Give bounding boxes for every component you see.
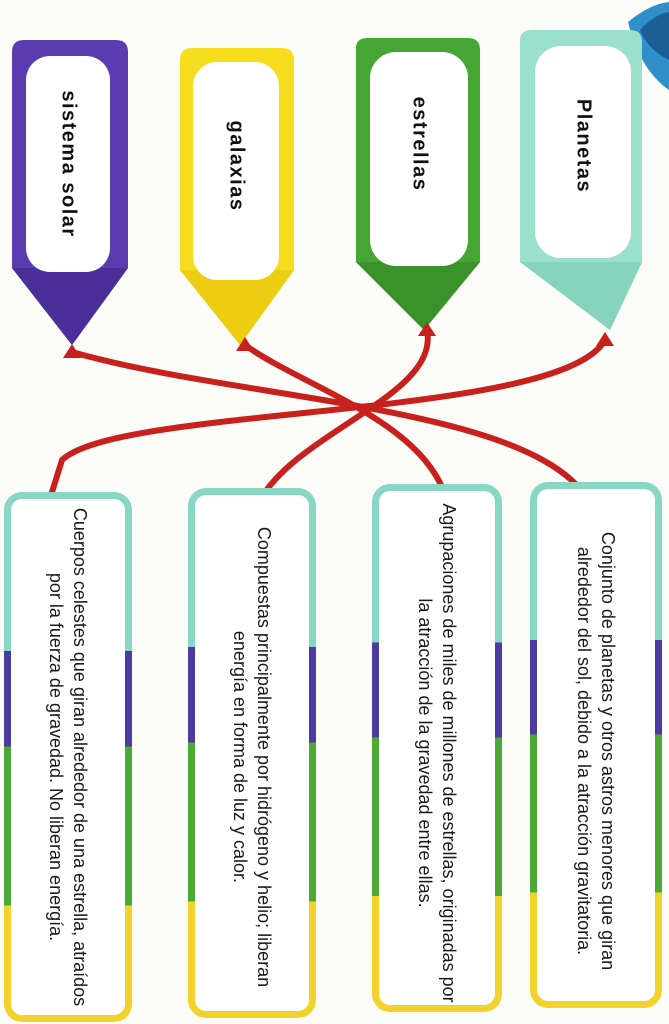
definition-text-estrellas: Compuestas principalmente por hidrógeno …	[230, 526, 274, 988]
arrowhead-galaxias-top	[236, 337, 254, 351]
definition-box-estrellas[interactable]: Compuestas principalmente por hidrógeno …	[188, 488, 316, 1018]
definition-text-planetas: Conjunto de planetas y otros astros meno…	[574, 531, 618, 971]
definition-text-sistema: Cuerpos celestes que giran alrededor de …	[46, 507, 90, 1007]
connector-sistema-solar	[69, 349, 588, 498]
definition-box-sistema[interactable]: Cuerpos celestes que giran alrededor de …	[4, 492, 132, 1022]
tag-estrellas-label-holder: estrellas	[370, 52, 468, 266]
tag-galaxias-label: galaxias	[225, 120, 248, 212]
tag-estrellas-label: estrellas	[408, 96, 431, 192]
connector-arrowheads	[40, 322, 614, 514]
connector-planetas	[45, 337, 608, 508]
tag-planetas-label-holder: Planetas	[535, 46, 631, 258]
tag-galaxias[interactable]	[180, 48, 294, 345]
tag-sistema-solar-label: sistema solar	[57, 90, 80, 238]
tag-estrellas[interactable]	[356, 38, 480, 330]
connector-lines	[45, 327, 608, 508]
tag-planetas[interactable]	[520, 30, 642, 330]
tag-sistema-solar-label-holder: sistema solar	[26, 56, 110, 272]
tag-galaxias-label-holder: galaxias	[193, 62, 279, 280]
definition-text-galaxias: Agrupaciones de miles de millones de est…	[415, 503, 459, 1003]
arrowhead-planetas-top	[596, 332, 614, 346]
definition-box-planetas[interactable]: Conjunto de planetas y otros astros meno…	[530, 482, 662, 1008]
tag-sistema-solar[interactable]	[12, 40, 128, 345]
corner-decoration	[628, 2, 669, 90]
arrowhead-sistema-solar-top	[63, 344, 81, 358]
arrowhead-estrellas-top	[418, 322, 436, 336]
tag-planetas-label: Planetas	[572, 98, 595, 194]
connector-estrellas	[257, 327, 431, 503]
definition-box-galaxias[interactable]: Agrupaciones de miles de millones de est…	[372, 484, 502, 1012]
